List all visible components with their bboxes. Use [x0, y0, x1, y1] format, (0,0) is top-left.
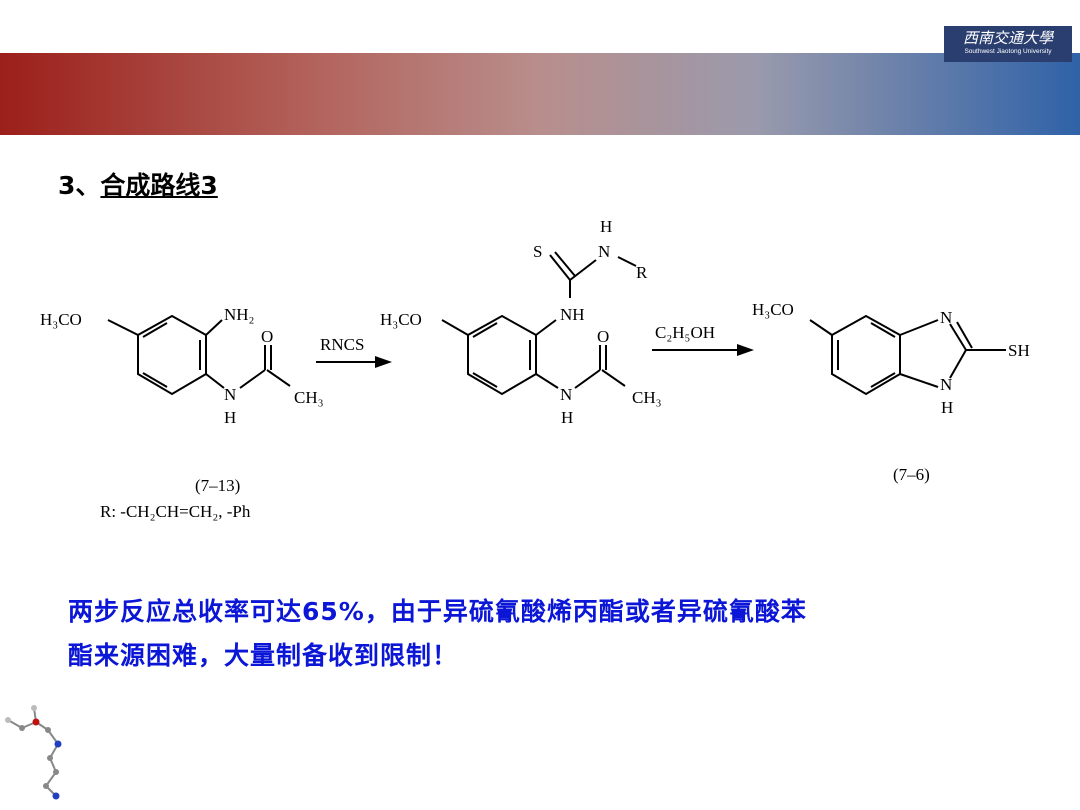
sm-amine-label: NH₂ — [224, 305, 254, 324]
product-n-top-label: N — [940, 308, 952, 327]
reaction-scheme: H₃CO NH₂ O N H CH₃ (7–13) R: -CH₂CH=CH₂,… — [40, 217, 1030, 521]
heading-title: 合成路线3 — [100, 171, 218, 200]
mid-thiourea-h-label: H — [600, 217, 612, 236]
sm-methyl-label: CH₃ — [294, 388, 324, 407]
mid-thiourea-n-label: N — [598, 242, 610, 261]
note-line-1: 两步反应总收率可达65%，由于异硫氰酸烯丙酯或者异硫氰酸苯 — [68, 597, 807, 626]
university-logo: 西南交通大學 Southwest Jiaotong University — [944, 26, 1072, 62]
logo-english-text: Southwest Jiaotong University — [964, 48, 1052, 55]
sm-oxygen-label: O — [261, 327, 273, 346]
mid-nitrogen-label: N — [560, 385, 572, 404]
product-n-bottom-label: N — [940, 375, 952, 394]
sm-compound-code: (7–13) — [195, 476, 240, 495]
sm-methoxy-label: H₃CO — [40, 310, 82, 329]
r-group-definition: R: -CH₂CH=CH₂, -Ph — [100, 502, 251, 521]
product-nh-hydrogen-label: H — [941, 398, 953, 417]
molecule-model-icon — [5, 705, 62, 800]
mid-nh-label: NH — [560, 305, 585, 324]
logo-chinese-text: 西南交通大學 — [962, 29, 1053, 47]
mid-r-label: R — [636, 263, 648, 282]
mid-oxygen-label: O — [597, 327, 609, 346]
product-methoxy-label: H₃CO — [752, 300, 794, 319]
mid-methyl-label: CH₃ — [632, 388, 662, 407]
header-banner — [0, 53, 1080, 135]
reagent-rncs: RNCS — [320, 335, 364, 354]
section-heading: 3、合成路线3 — [58, 166, 218, 202]
mid-sulfur-label: S — [533, 242, 542, 261]
mid-hydrogen-label: H — [561, 408, 573, 427]
mid-methoxy-label: H₃CO — [380, 310, 422, 329]
note-line-2: 酯来源困难，大量制备收到限制！ — [68, 641, 459, 670]
product-thiol-label: SH — [1008, 341, 1030, 360]
sm-hydrogen-label: H — [224, 408, 236, 427]
heading-number: 3、 — [58, 171, 101, 200]
reagent-ethanol: C₂H₅OH — [655, 323, 715, 342]
yield-note: 两步反应总收率可达65%，由于异硫氰酸烯丙酯或者异硫氰酸苯 酯来源困难，大量制备… — [68, 590, 1028, 678]
product-compound-code: (7–6) — [893, 465, 930, 484]
sm-nitrogen-label: N — [224, 385, 236, 404]
